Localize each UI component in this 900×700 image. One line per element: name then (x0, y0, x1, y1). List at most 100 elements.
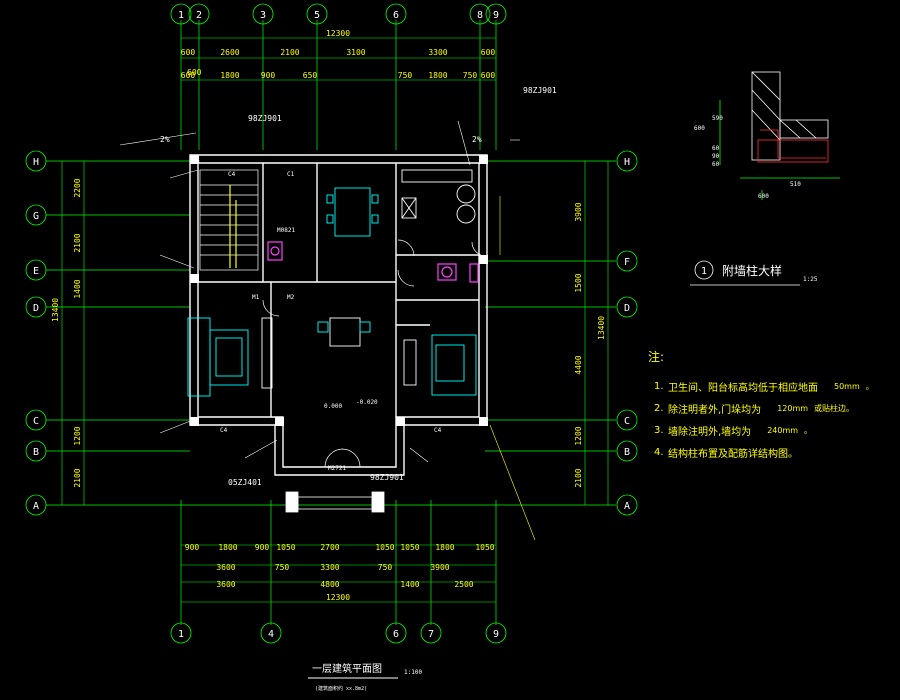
axis-label: H (624, 157, 630, 168)
window-c4-bottom-right: C4 (434, 427, 442, 434)
axis-label: D (33, 303, 39, 314)
axis-label: F (624, 257, 630, 268)
axis-label: 4 (268, 629, 274, 640)
axis-bubble-right-F: F (616, 250, 638, 272)
structural-columns (190, 155, 488, 426)
column-detail-drawing (690, 71, 840, 286)
axis-bubble-bottom-9: 9 (485, 622, 507, 644)
axis-label: 7 (428, 629, 434, 640)
room-labels: 0.000 -0.020 M2721 M1 M2 M0821 C4 C1 C4 … (220, 171, 442, 472)
axis-label: C (624, 416, 630, 427)
axis-grid-lines (46, 20, 616, 625)
note-unit: 。 (865, 381, 874, 391)
axis-bubble-top-9: 9 (485, 3, 507, 25)
axis-bubble-top-3: 3 (252, 3, 274, 25)
dim-left-overall: 13400 (51, 298, 60, 322)
notes-panel: 注: 1. 卫生间、阳台标高均低于相应地面 50mm 。 2. 除注明者外,门垛… (648, 348, 900, 463)
leader-lines (119, 120, 536, 541)
note-item: 4. 结构柱布置及配筋详结构图。 (648, 441, 900, 463)
dimension-label: 600 (481, 48, 496, 57)
axis-label: 5 (314, 10, 320, 21)
furniture (187, 169, 477, 397)
note-text: 结构柱布置及配筋详结构图。 (668, 448, 798, 460)
dimension-lines (61, 37, 609, 603)
slope-label-right: 2% (472, 135, 482, 144)
detail-scale: 1:25 (803, 276, 818, 283)
dimension-label: 1500 (574, 273, 583, 292)
dimension-label: 900 (255, 543, 270, 552)
axis-label: 8 (477, 10, 483, 21)
axis-bubble-left-G: G (25, 204, 47, 226)
note-item: 3. 墙除注明外,墙均为 240mm 。 (648, 419, 900, 441)
dimension-label: 2700 (320, 543, 339, 552)
axis-label: G (33, 211, 39, 222)
drawing-scale: 1:100 (404, 669, 422, 676)
note-text: 卫生间、阳台标高均低于相应地面 (668, 382, 818, 394)
dimension-label: 2100 (280, 48, 299, 57)
dimension-label: 1400 (73, 279, 82, 298)
dimension-label: 2100 (73, 233, 82, 252)
axis-bubble-right-B: B (616, 440, 638, 462)
axis-label: B (624, 447, 630, 458)
note-number: 4. (654, 446, 664, 458)
dimension-label: 2600 (220, 48, 239, 57)
dimension-label: 2500 (454, 580, 473, 589)
entrance-steps (285, 491, 385, 513)
dim-bottom-overall: 12300 (326, 593, 350, 602)
dimension-label: 1800 (435, 543, 454, 552)
note-text: 墙除注明外,墙均为 (668, 426, 752, 438)
axis-label: 3 (260, 10, 266, 21)
axis-bubble-top-2: 2 (188, 3, 210, 25)
note-item: 2. 除注明者外,门垛均为 120mm 或贴柱边。 (648, 397, 900, 419)
dimension-label: 750 (275, 563, 290, 572)
axis-label: 6 (393, 629, 399, 640)
axis-label: A (33, 501, 39, 512)
axis-bubble-right-C: C (616, 409, 638, 431)
axis-label: 6 (393, 10, 399, 21)
dimension-label: 1800 (218, 543, 237, 552)
detail-dimension: 510 (790, 181, 801, 188)
note-unit: 。 (804, 425, 813, 435)
detail-dimension: 590 (712, 115, 723, 122)
dim-right-overall: 13400 (597, 316, 606, 340)
dimension-label: 3900 (430, 563, 449, 572)
dimension-label: 1200 (73, 426, 82, 445)
detail-number: 1 (701, 266, 707, 277)
door-swings (262, 239, 487, 468)
axis-label: 9 (493, 10, 499, 21)
note-item: 1. 卫生间、阳台标高均低于相应地面 50mm 。 (648, 375, 900, 397)
axis-bubble-left-C: C (25, 409, 47, 431)
window-c4-top: C4 (228, 171, 236, 178)
dimension-label: 2100 (574, 468, 583, 487)
axis-label: B (33, 447, 39, 458)
axis-bubble-top-5: 5 (306, 3, 328, 25)
dimension-label: 1800 (220, 71, 239, 80)
dimension-label: 750 (378, 563, 393, 572)
axis-bubble-bottom-6: 6 (385, 622, 407, 644)
axis-bubble-bottom-1: 1 (170, 622, 192, 644)
note-unit: 或贴柱边。 (814, 403, 855, 413)
dimension-label: 1400 (400, 580, 419, 589)
building-walls (189, 154, 488, 476)
dimension-label: 1050 (375, 543, 394, 552)
note-text: 除注明者外,门垛均为 (668, 404, 762, 416)
note-value: 120mm (777, 403, 809, 413)
axis-bubble-right-H: H (616, 150, 638, 172)
dimension-label: 3600 (216, 580, 235, 589)
axis-label: H (33, 157, 39, 168)
dimension-label: 1050 (400, 543, 419, 552)
note-value: 50mm (834, 381, 860, 391)
dimension-label: 3600 (216, 563, 235, 572)
drawing-title-block: 一层建筑平面图 1:100 (建筑面积约 xx.8m2) (308, 662, 422, 692)
notes-title: 注: (648, 350, 665, 364)
detail-dimension: 60 (712, 145, 720, 152)
door-main-label: M2721 (328, 465, 346, 472)
axis-bubble-bottom-4: 4 (260, 622, 282, 644)
